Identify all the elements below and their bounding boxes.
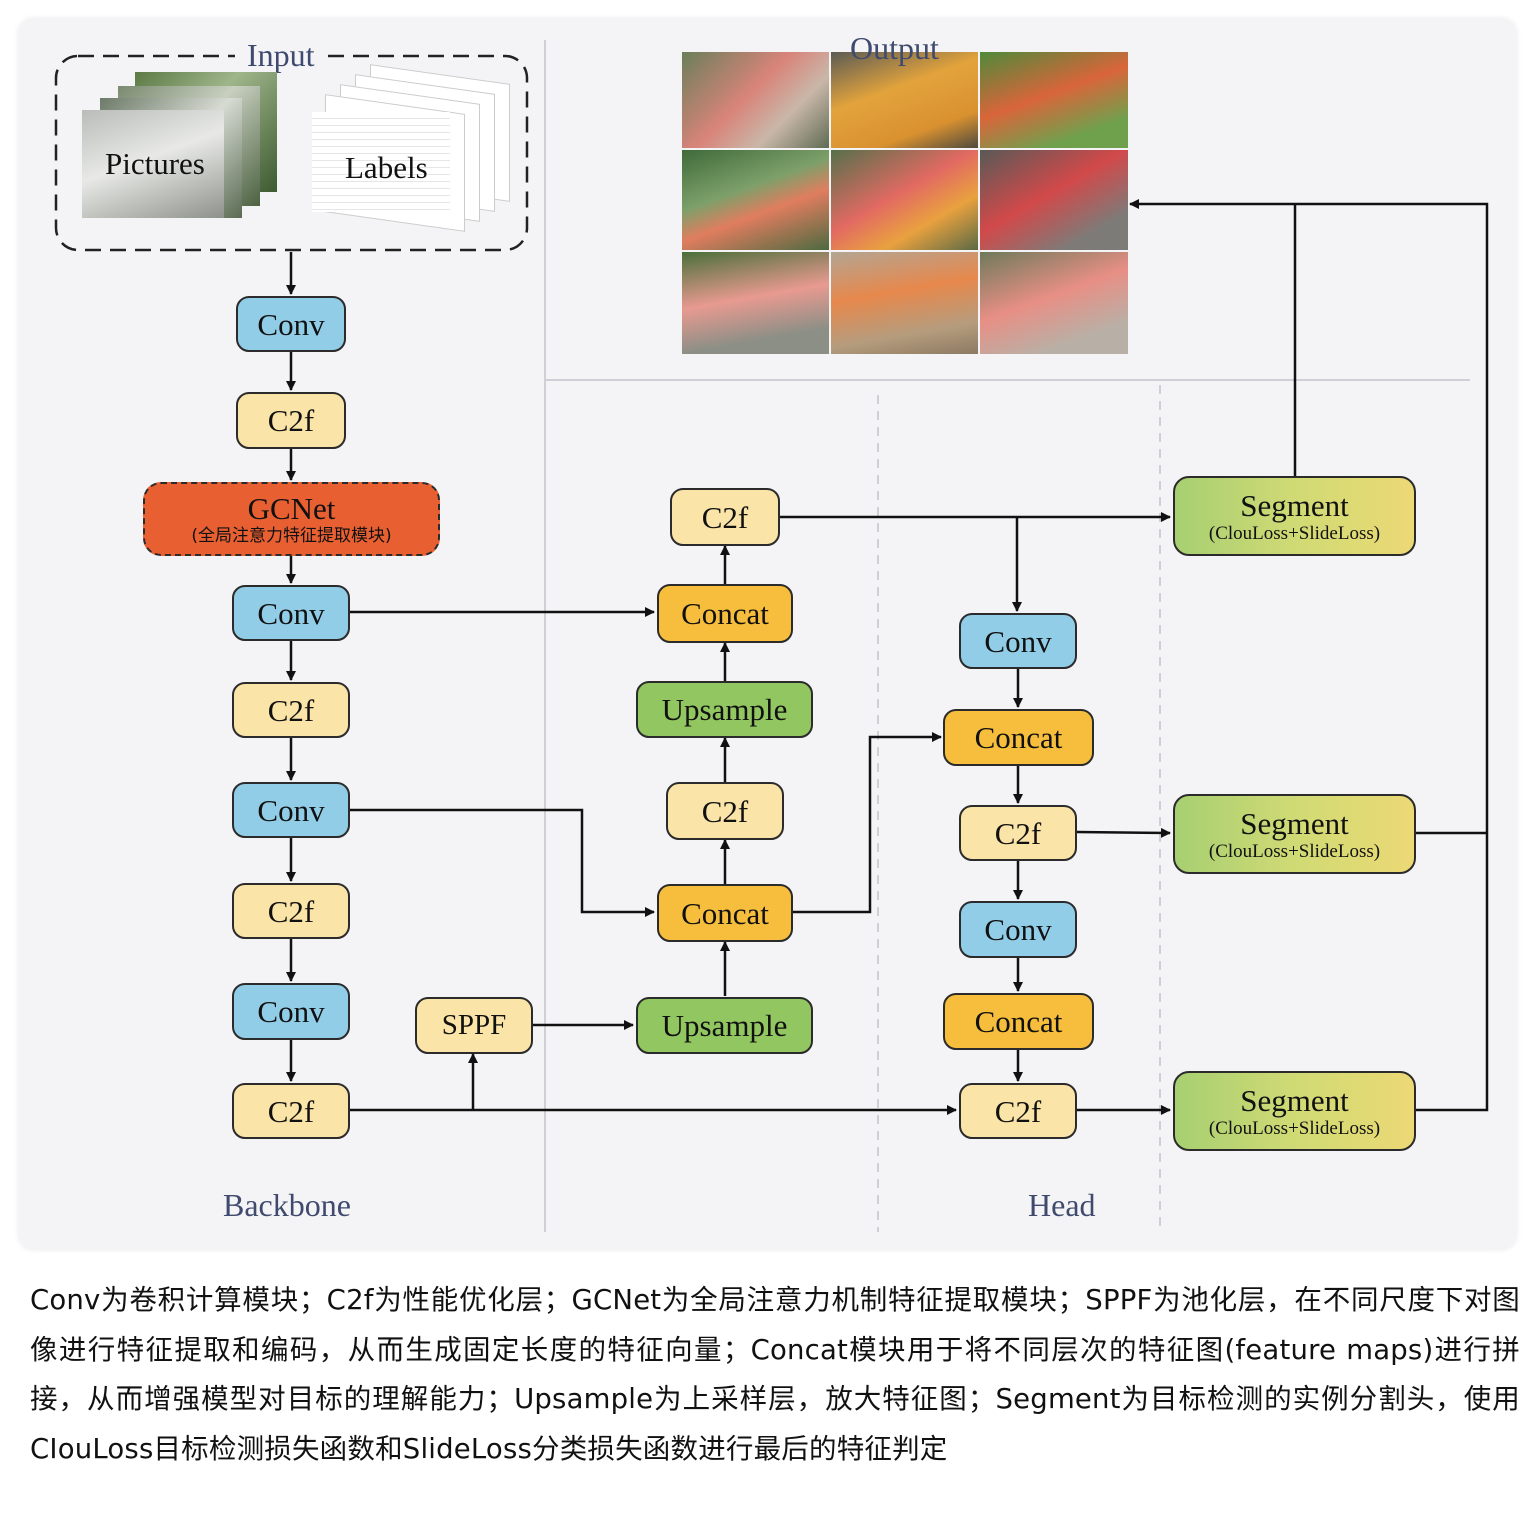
backbone-c2f-4: C2f xyxy=(232,1083,350,1139)
segment-subtitle: (ClouLoss+SlideLoss) xyxy=(1208,1117,1381,1139)
head-concat-1: Concat xyxy=(943,709,1094,766)
segment-head-1: Segment (ClouLoss+SlideLoss) xyxy=(1173,476,1416,556)
head-c2f-1: C2f xyxy=(959,805,1077,861)
labels-stack-label: Labels xyxy=(345,150,428,185)
segment-subtitle: (ClouLoss+SlideLoss) xyxy=(1208,522,1381,544)
backbone-label: Backbone xyxy=(223,1187,351,1223)
output-image xyxy=(980,252,1128,354)
arrow-conv3-concat2 xyxy=(349,808,655,917)
arrow-concat2-headconcat1 xyxy=(792,732,942,914)
picture-card xyxy=(82,110,224,218)
segment-title: Segment xyxy=(1240,1082,1349,1118)
gcnet-subtitle: (全局注意力特征提取模块) xyxy=(191,526,392,546)
output-label: Output xyxy=(850,30,939,66)
output-grid xyxy=(682,52,1128,354)
arrow-headc2f1-segment2 xyxy=(1076,827,1171,838)
backbone-c2f-3: C2f xyxy=(232,883,350,939)
backbone-c2f-2: C2f xyxy=(232,682,350,738)
output-image xyxy=(682,150,829,250)
neck-concat-2: Concat xyxy=(657,884,793,942)
sppf-block: SPPF xyxy=(415,997,533,1054)
neck-concat-1: Concat xyxy=(657,584,793,643)
head-conv-1: Conv xyxy=(959,613,1077,669)
neck-upsample-1: Upsample xyxy=(636,997,813,1054)
label-sheet xyxy=(312,112,450,212)
output-image xyxy=(980,150,1128,250)
input-label: Input xyxy=(235,37,327,74)
output-image xyxy=(682,52,829,148)
output-image xyxy=(831,52,978,148)
segment-subtitle: (ClouLoss+SlideLoss) xyxy=(1208,840,1381,862)
output-image xyxy=(682,252,829,354)
head-conv-2: Conv xyxy=(959,901,1077,958)
output-image xyxy=(980,52,1128,148)
section-separators xyxy=(544,40,1470,1232)
pictures-label: Pictures xyxy=(105,146,205,181)
head-label: Head xyxy=(1028,1187,1096,1223)
gcnet-title: GCNet xyxy=(247,491,336,526)
figure-caption: Conv为卷积计算模块；C2f为性能优化层；GCNet为全局注意力机制特征提取模… xyxy=(30,1284,1520,1465)
neck-c2f-2: C2f xyxy=(670,488,780,546)
backbone-conv-4: Conv xyxy=(232,983,350,1040)
segment-head-2: Segment (ClouLoss+SlideLoss) xyxy=(1173,794,1416,874)
neck-upsample-2: Upsample xyxy=(636,681,813,738)
head-concat-2: Concat xyxy=(943,993,1094,1050)
backbone-c2f-1: C2f xyxy=(236,392,346,449)
segment-head-3: Segment (ClouLoss+SlideLoss) xyxy=(1173,1071,1416,1151)
head-c2f-2: C2f xyxy=(959,1083,1077,1139)
backbone-conv-3: Conv xyxy=(232,782,350,838)
backbone-conv-2: Conv xyxy=(232,585,350,641)
gcnet-block: GCNet (全局注意力特征提取模块) xyxy=(143,482,440,556)
neck-c2f-1: C2f xyxy=(666,782,784,840)
output-image xyxy=(831,150,978,250)
arrow-segments-output xyxy=(1129,199,1489,1112)
output-image xyxy=(831,252,978,354)
segment-title: Segment xyxy=(1240,487,1349,523)
backbone-conv-1: Conv xyxy=(236,296,346,352)
segment-title: Segment xyxy=(1240,805,1349,841)
